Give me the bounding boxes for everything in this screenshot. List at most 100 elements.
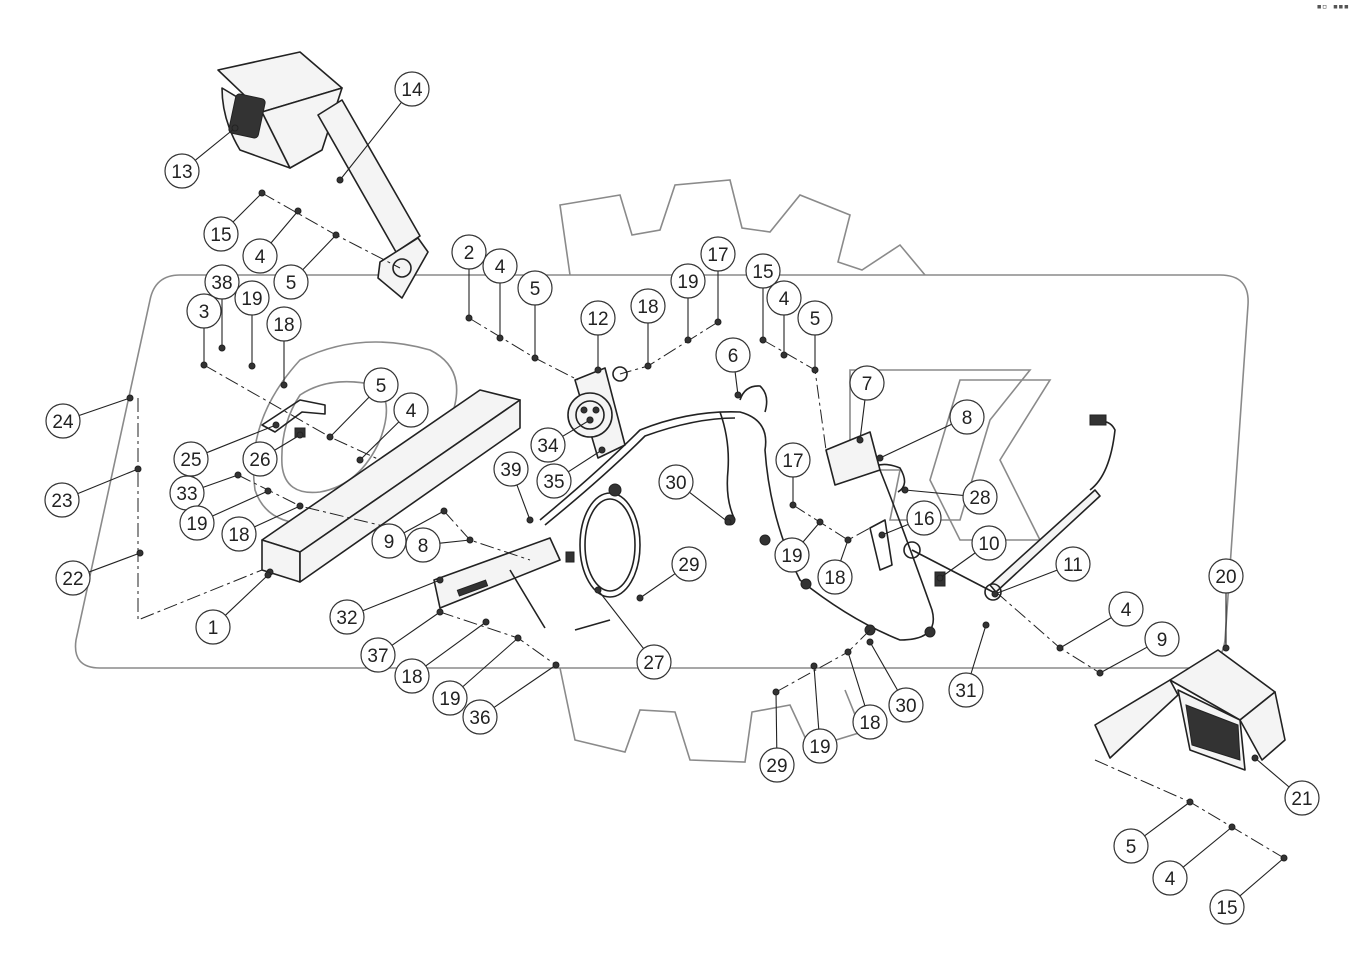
callout-c4d: 4 (766, 280, 802, 359)
callout-c5d: 5 (797, 300, 833, 374)
leader-line (802, 521, 821, 543)
callout-c3: 3 (186, 293, 222, 369)
callout-circle (636, 644, 672, 680)
callout-c34: 34 (530, 416, 594, 463)
callout-c30a: 30 (658, 464, 732, 526)
part-marker (991, 590, 999, 598)
callout-circle (971, 525, 1007, 561)
callout-circle (164, 153, 200, 189)
callout-circle (204, 264, 240, 300)
callout-c37: 37 (360, 608, 444, 673)
callout-circle (186, 293, 222, 329)
leader-line (567, 449, 603, 473)
callout-c24: 24 (45, 394, 134, 439)
part-marker (789, 501, 797, 509)
leader-line (212, 490, 269, 517)
part-marker (126, 394, 134, 402)
callout-c11: 11 (991, 546, 1091, 598)
part-marker (876, 454, 884, 462)
part-marker (759, 336, 767, 344)
callout-c26: 26 (242, 431, 304, 477)
callout-label: 33 (176, 484, 197, 505)
part-marker (531, 354, 539, 362)
part-marker (526, 516, 534, 524)
callout-label: 8 (962, 408, 973, 429)
part-marker (636, 594, 644, 602)
callout-label: 18 (273, 315, 294, 336)
callout-label: 34 (537, 436, 559, 457)
callout-circle (745, 253, 781, 289)
leader-line (1239, 857, 1285, 897)
callout-c15b: 15 (745, 253, 781, 344)
part-marker (856, 436, 864, 444)
part-marker (1186, 798, 1194, 806)
callout-label: 3 (199, 302, 210, 323)
leader-line (1182, 826, 1233, 868)
part-marker (901, 486, 909, 494)
callout-c19f: 19 (802, 662, 838, 764)
part-marker (936, 574, 944, 582)
callout-c32: 32 (329, 576, 444, 635)
callout-label: 8 (418, 536, 429, 557)
callout-circle (774, 537, 810, 573)
callout-label: 37 (367, 646, 388, 667)
leader-line (1099, 646, 1148, 674)
callout-label: 29 (678, 555, 699, 576)
callout-label: 15 (210, 225, 231, 246)
callout-label: 15 (752, 262, 773, 283)
leader-line (840, 539, 849, 562)
part-marker (772, 688, 780, 696)
leader-line (1254, 757, 1290, 788)
callout-circle (888, 687, 924, 723)
callout-circle (462, 699, 498, 735)
part-marker (514, 634, 522, 642)
callout-c19e: 19 (432, 634, 522, 716)
callout-label: 12 (587, 309, 608, 330)
leader-line (339, 101, 402, 181)
callout-c35: 35 (536, 446, 606, 499)
callout-label: 35 (543, 472, 564, 493)
leader-line (493, 664, 557, 708)
callout-c18e: 18 (394, 618, 490, 694)
wire-harness (539, 385, 1116, 641)
leader-line (329, 396, 370, 438)
callout-label: 23 (51, 491, 72, 512)
leader-line (879, 423, 952, 459)
callout-c4b: 4 (356, 392, 429, 464)
callout-label: 29 (766, 756, 787, 777)
callout-circle (949, 399, 985, 435)
callout-c21: 21 (1251, 754, 1320, 816)
left-lamp-assembly (217, 51, 429, 299)
callout-label: 17 (707, 245, 728, 266)
guard-16 (869, 519, 893, 571)
callout-c6: 6 (715, 337, 751, 399)
callout-c18f: 18 (844, 648, 888, 740)
leader-line (689, 491, 729, 523)
part-marker (810, 662, 818, 670)
callout-circle (394, 658, 430, 694)
callout-circle (451, 234, 487, 270)
callout-label: 13 (171, 162, 192, 183)
callout-circle (1152, 860, 1188, 896)
callout-c13: 13 (164, 124, 239, 189)
part-marker (264, 571, 272, 579)
callout-circle (671, 546, 707, 582)
callout-c10: 10 (936, 525, 1007, 582)
callout-c30b: 30 (866, 638, 924, 723)
callout-circle (234, 280, 270, 316)
callout-label: 9 (384, 532, 395, 553)
callout-label: 2 (464, 243, 475, 264)
leader-line (516, 484, 531, 521)
callout-c28: 28 (901, 479, 998, 515)
part-marker (466, 536, 474, 544)
callout-circle (852, 704, 888, 740)
callout-label: 5 (376, 376, 387, 397)
leader-line (597, 589, 644, 649)
leader-line (206, 424, 277, 454)
leader-line (194, 127, 236, 161)
part-marker (436, 576, 444, 584)
callout-circle (797, 300, 833, 336)
callout-c16: 16 (878, 500, 942, 539)
part-marker (134, 465, 142, 473)
